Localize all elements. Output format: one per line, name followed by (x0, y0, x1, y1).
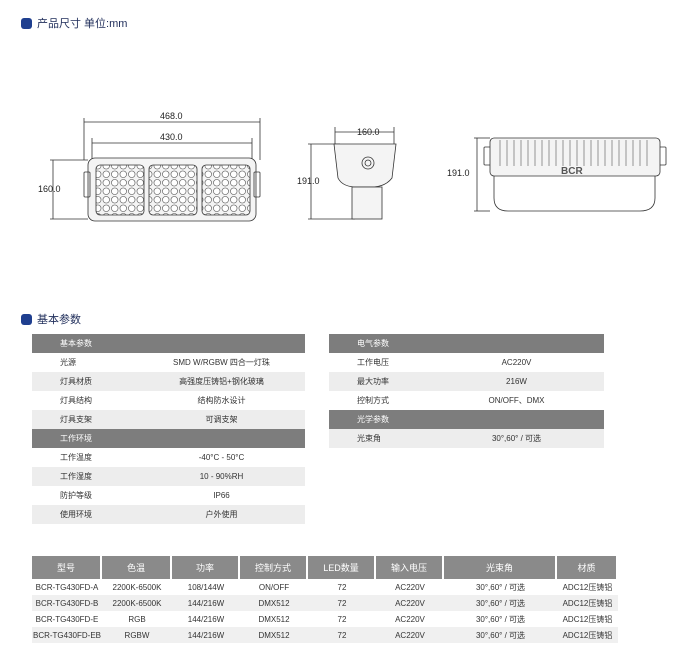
table-group-header: 工作环境 (32, 429, 305, 448)
table-group-header: 基本参数 (32, 334, 305, 353)
section-marker-icon (21, 17, 32, 29)
column-header: LED数量 (308, 556, 376, 579)
column-header: 型号 (32, 556, 102, 579)
column-header: 功率 (172, 556, 240, 579)
table-row: 使用环境户外使用 (32, 505, 305, 524)
section-title-text: 产品尺寸 单位:mm (37, 18, 128, 30)
column-header: 色温 (102, 556, 172, 579)
table-group-header: 电气参数 (329, 334, 604, 353)
model-table: 型号 色温 功率 控制方式 LED数量 输入电压 光束角 材质 BCR-TG43… (32, 556, 618, 643)
column-header: 光束角 (444, 556, 557, 579)
front-height-label: 160.0 (38, 184, 61, 194)
dimension-drawing: 468.0 430.0 160.0 160.0 191.0 (38, 111, 667, 222)
table-row: 工作温度-40°C - 50°C (60, 453, 245, 462)
front-view (50, 118, 261, 222)
side-width-label: 160.0 (357, 127, 380, 137)
back-view (474, 137, 667, 212)
brand-logo: BCR (561, 166, 583, 177)
back-height-label: 191.0 (447, 168, 470, 178)
front-width-outer-label: 468.0 (160, 111, 183, 121)
section-title-text: 基本参数 (37, 314, 81, 326)
table-row: 灯具材质高强度压铸铝+钢化玻璃 (32, 372, 305, 391)
column-header: 控制方式 (240, 556, 308, 579)
table-row: 灯具支架可调支架 (32, 410, 305, 429)
side-view (308, 127, 397, 220)
section-title-dimensions: 产品尺寸 单位:mm (21, 15, 127, 31)
section-title-basic-params: 基本参数 (21, 311, 81, 327)
side-height-label: 191.0 (297, 176, 320, 186)
front-width-inner-label: 430.0 (160, 132, 183, 142)
table-group-header: 光学参数 (329, 410, 604, 429)
section-marker-icon (21, 313, 32, 325)
column-header: 材质 (557, 556, 618, 579)
table-row: 灯具结构结构防水设计 (60, 396, 246, 405)
table-header-row: 型号 色温 功率 控制方式 LED数量 输入电压 光束角 材质 (32, 556, 618, 579)
column-header: 输入电压 (376, 556, 444, 579)
